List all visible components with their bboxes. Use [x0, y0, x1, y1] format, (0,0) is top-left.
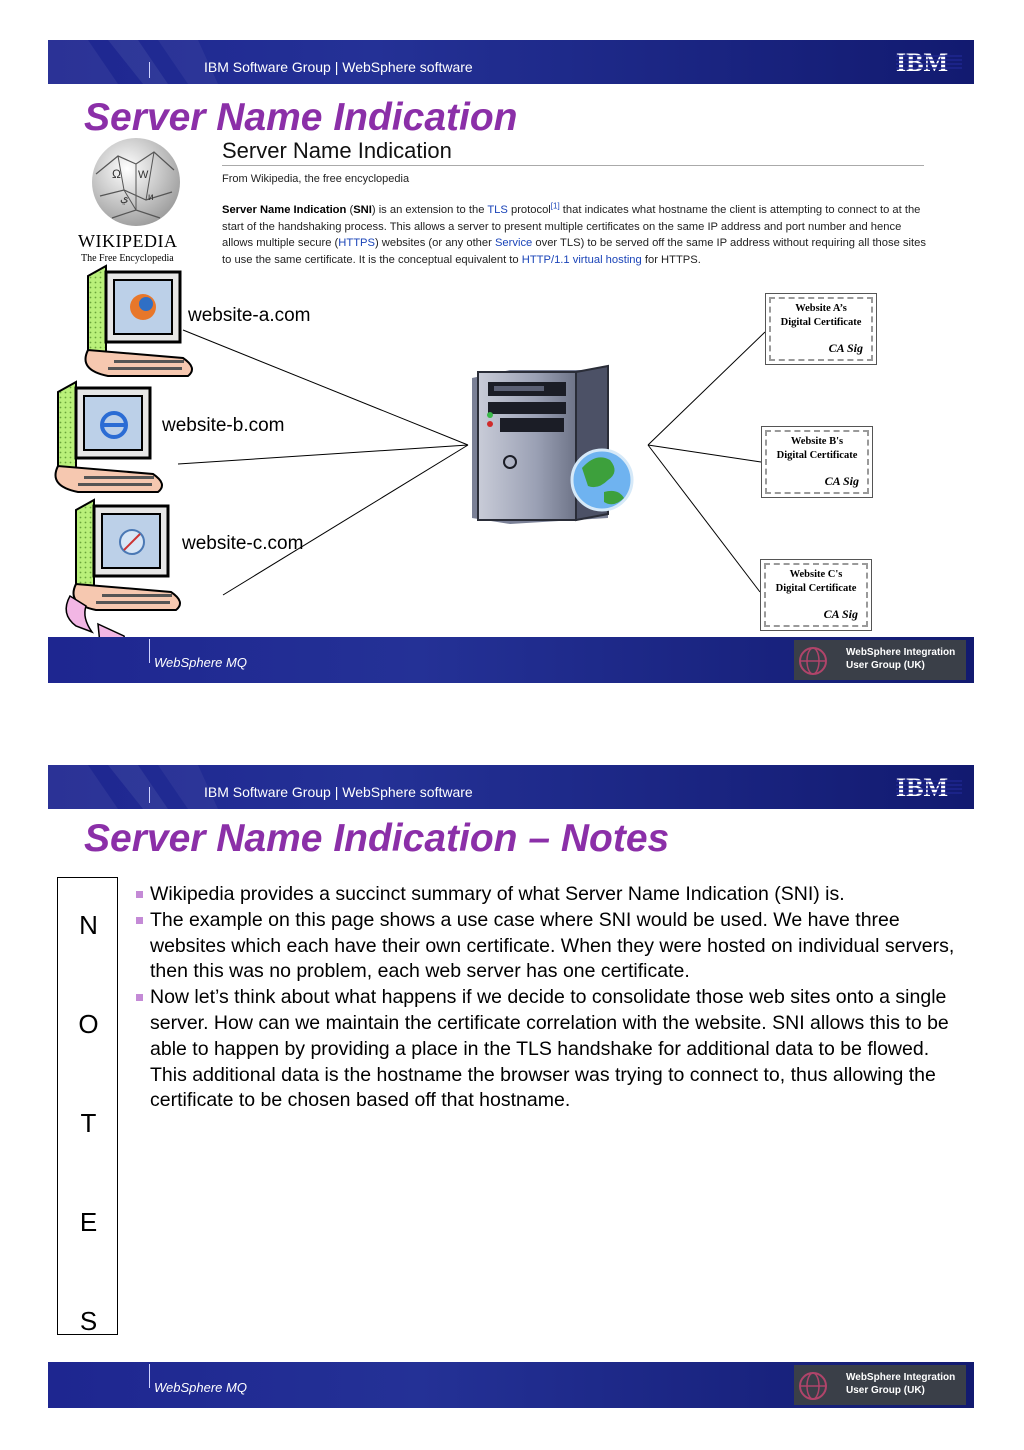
- header-bar: IBM Software Group | WebSphere software …: [48, 765, 974, 809]
- footer-bar: WebSphere MQ WebSphere Integration User …: [48, 1362, 974, 1408]
- footer-divider: [149, 1364, 150, 1388]
- header-group-text: IBM Software Group | WebSphere software: [204, 784, 473, 800]
- cert-c-title: Website C's: [789, 569, 843, 580]
- wiki-link-service[interactable]: Service: [494, 237, 533, 250]
- cert-a-title: Website A’s: [795, 303, 847, 314]
- notes-sidebar: N O T E S: [57, 877, 118, 1336]
- header-divider: [149, 787, 150, 803]
- wiki-link-tls[interactable]: TLS: [487, 204, 508, 216]
- wiki-text: ) is an extension to the: [371, 204, 488, 216]
- wiki-text: protocol: [507, 204, 551, 216]
- user-group-name-line1: WebSphere Integration: [846, 1372, 956, 1383]
- certificate-a: Website A’s Digital Certificate CA Sig: [765, 293, 877, 365]
- wiki-footnote-link[interactable]: [1]: [550, 201, 560, 211]
- certificate-a-border: Website A’s Digital Certificate CA Sig: [769, 297, 873, 361]
- site-label-a: website-a.com: [188, 305, 311, 326]
- certificate-b: Website B's Digital Certificate CA Sig: [761, 426, 873, 498]
- cert-b-title: Website B's: [790, 436, 844, 447]
- user-group-badge: WebSphere Integration User Group (UK): [794, 640, 966, 680]
- sni-diagram: [54, 264, 766, 637]
- wikipedia-globe-icon: Ω W ي и: [92, 138, 180, 226]
- footer-divider: [149, 639, 150, 663]
- list-item: Wikipedia provides a succinct summary of…: [130, 882, 970, 908]
- site-label-c: website-c.com: [182, 533, 304, 554]
- svg-text:ي: ي: [120, 193, 129, 205]
- wiki-text: (: [346, 204, 354, 216]
- wiki-text: ) websites (or any other: [374, 237, 495, 250]
- wiki-text: for HTTPS.: [641, 254, 701, 267]
- user-group-name-line2: User Group (UK): [846, 660, 925, 671]
- page-title: Server Name Indication: [84, 96, 518, 139]
- site-label-b: website-b.com: [162, 415, 285, 436]
- line-client-c: [222, 444, 469, 596]
- wikipedia-tagline: The Free Encyclopedia: [81, 253, 174, 264]
- wiki-article-paragraph: Server Name Indication (SNI) is an exten…: [222, 202, 928, 269]
- line-cert-b: [647, 444, 762, 463]
- wikipedia-wordmark: Wikipedia: [78, 231, 178, 251]
- certificate-c-border: Website C's Digital Certificate CA Sig: [764, 563, 868, 627]
- client-computer-a-icon: [84, 264, 193, 377]
- certificate-connection-lines: [647, 331, 766, 593]
- cert-b-subtitle: Digital Certificate: [776, 450, 858, 461]
- footer-product-name: WebSphere MQ: [154, 655, 247, 670]
- header-bar: IBM Software Group | WebSphere software …: [48, 40, 974, 84]
- user-group-name-line1: WebSphere Integration: [846, 647, 956, 658]
- line-cert-a: [647, 331, 766, 446]
- svg-text:IBM: IBM: [896, 775, 948, 799]
- header-rays-decoration: [48, 40, 218, 84]
- svg-text:IBM: IBM: [896, 50, 948, 74]
- ibm-logo-icon: IBM: [896, 775, 962, 799]
- cert-c-signature: CA Sig: [823, 607, 858, 621]
- user-group-name-line2: User Group (UK): [846, 1385, 925, 1396]
- wiki-bold-abbr: SNI: [353, 204, 372, 216]
- list-item: Now let’s think about what happens if we…: [130, 985, 970, 1114]
- cert-a-signature: CA Sig: [828, 341, 863, 355]
- cert-a-subtitle: Digital Certificate: [780, 317, 862, 328]
- wiki-bold-term: Server Name Indication: [222, 204, 347, 216]
- list-item: The example on this page shows a use cas…: [130, 908, 970, 985]
- slide-server-name-indication: IBM Software Group | WebSphere software …: [48, 40, 974, 684]
- footer-bar: WebSphere MQ WebSphere Integration User …: [48, 637, 974, 683]
- wiki-link-https[interactable]: HTTPS: [338, 237, 375, 250]
- notes-letter-o: O: [78, 1009, 99, 1039]
- svg-text:Ω: Ω: [112, 167, 121, 181]
- ibm-logo-icon: IBM: [896, 50, 962, 74]
- user-group-globe-icon: [799, 647, 827, 675]
- notes-letter-t: T: [80, 1108, 97, 1138]
- notes-letter-e: E: [79, 1207, 98, 1237]
- client-connection-lines: [177, 329, 469, 596]
- wiki-heading-rule: [222, 165, 924, 166]
- header-group-text: IBM Software Group | WebSphere software: [204, 59, 473, 75]
- wiki-text: that indicates what hostname the client …: [222, 204, 921, 250]
- header-divider: [149, 62, 150, 78]
- slide-sni-notes: IBM Software Group | WebSphere software …: [48, 765, 974, 1409]
- client-computer-b-icon: [54, 380, 163, 493]
- user-group-globe-icon: [799, 1372, 827, 1400]
- header-rays-decoration: [48, 765, 218, 809]
- cert-b-signature: CA Sig: [824, 474, 859, 488]
- notes-letter-n: N: [79, 910, 98, 940]
- wiki-article-heading: Server Name Indication: [222, 138, 452, 163]
- line-cert-c: [647, 444, 761, 593]
- server-tower-icon: [472, 364, 634, 524]
- user-group-badge: WebSphere Integration User Group (UK): [794, 1365, 966, 1405]
- footer-product-name: WebSphere MQ: [154, 1380, 247, 1395]
- page-title: Server Name Indication – Notes: [84, 817, 670, 860]
- client-computer-c-icon: [65, 498, 181, 637]
- certificate-c: Website C's Digital Certificate CA Sig: [760, 559, 872, 631]
- wiki-from-line: From Wikipedia, the free encyclopedia: [222, 173, 410, 185]
- cert-c-subtitle: Digital Certificate: [775, 583, 857, 594]
- notes-list: Wikipedia provides a succinct summary of…: [130, 882, 970, 1114]
- wiki-link-virtual-hosting[interactable]: HTTP/1.1 virtual hosting: [521, 254, 642, 267]
- certificate-b-border: Website B's Digital Certificate CA Sig: [765, 430, 869, 494]
- wiki-text: over TLS) to be served off the same IP a…: [222, 237, 926, 267]
- line-client-a: [182, 329, 469, 446]
- line-client-b: [177, 444, 469, 465]
- svg-text:W: W: [138, 169, 149, 181]
- svg-text:и: и: [148, 192, 154, 203]
- notes-letter-s: S: [79, 1306, 98, 1336]
